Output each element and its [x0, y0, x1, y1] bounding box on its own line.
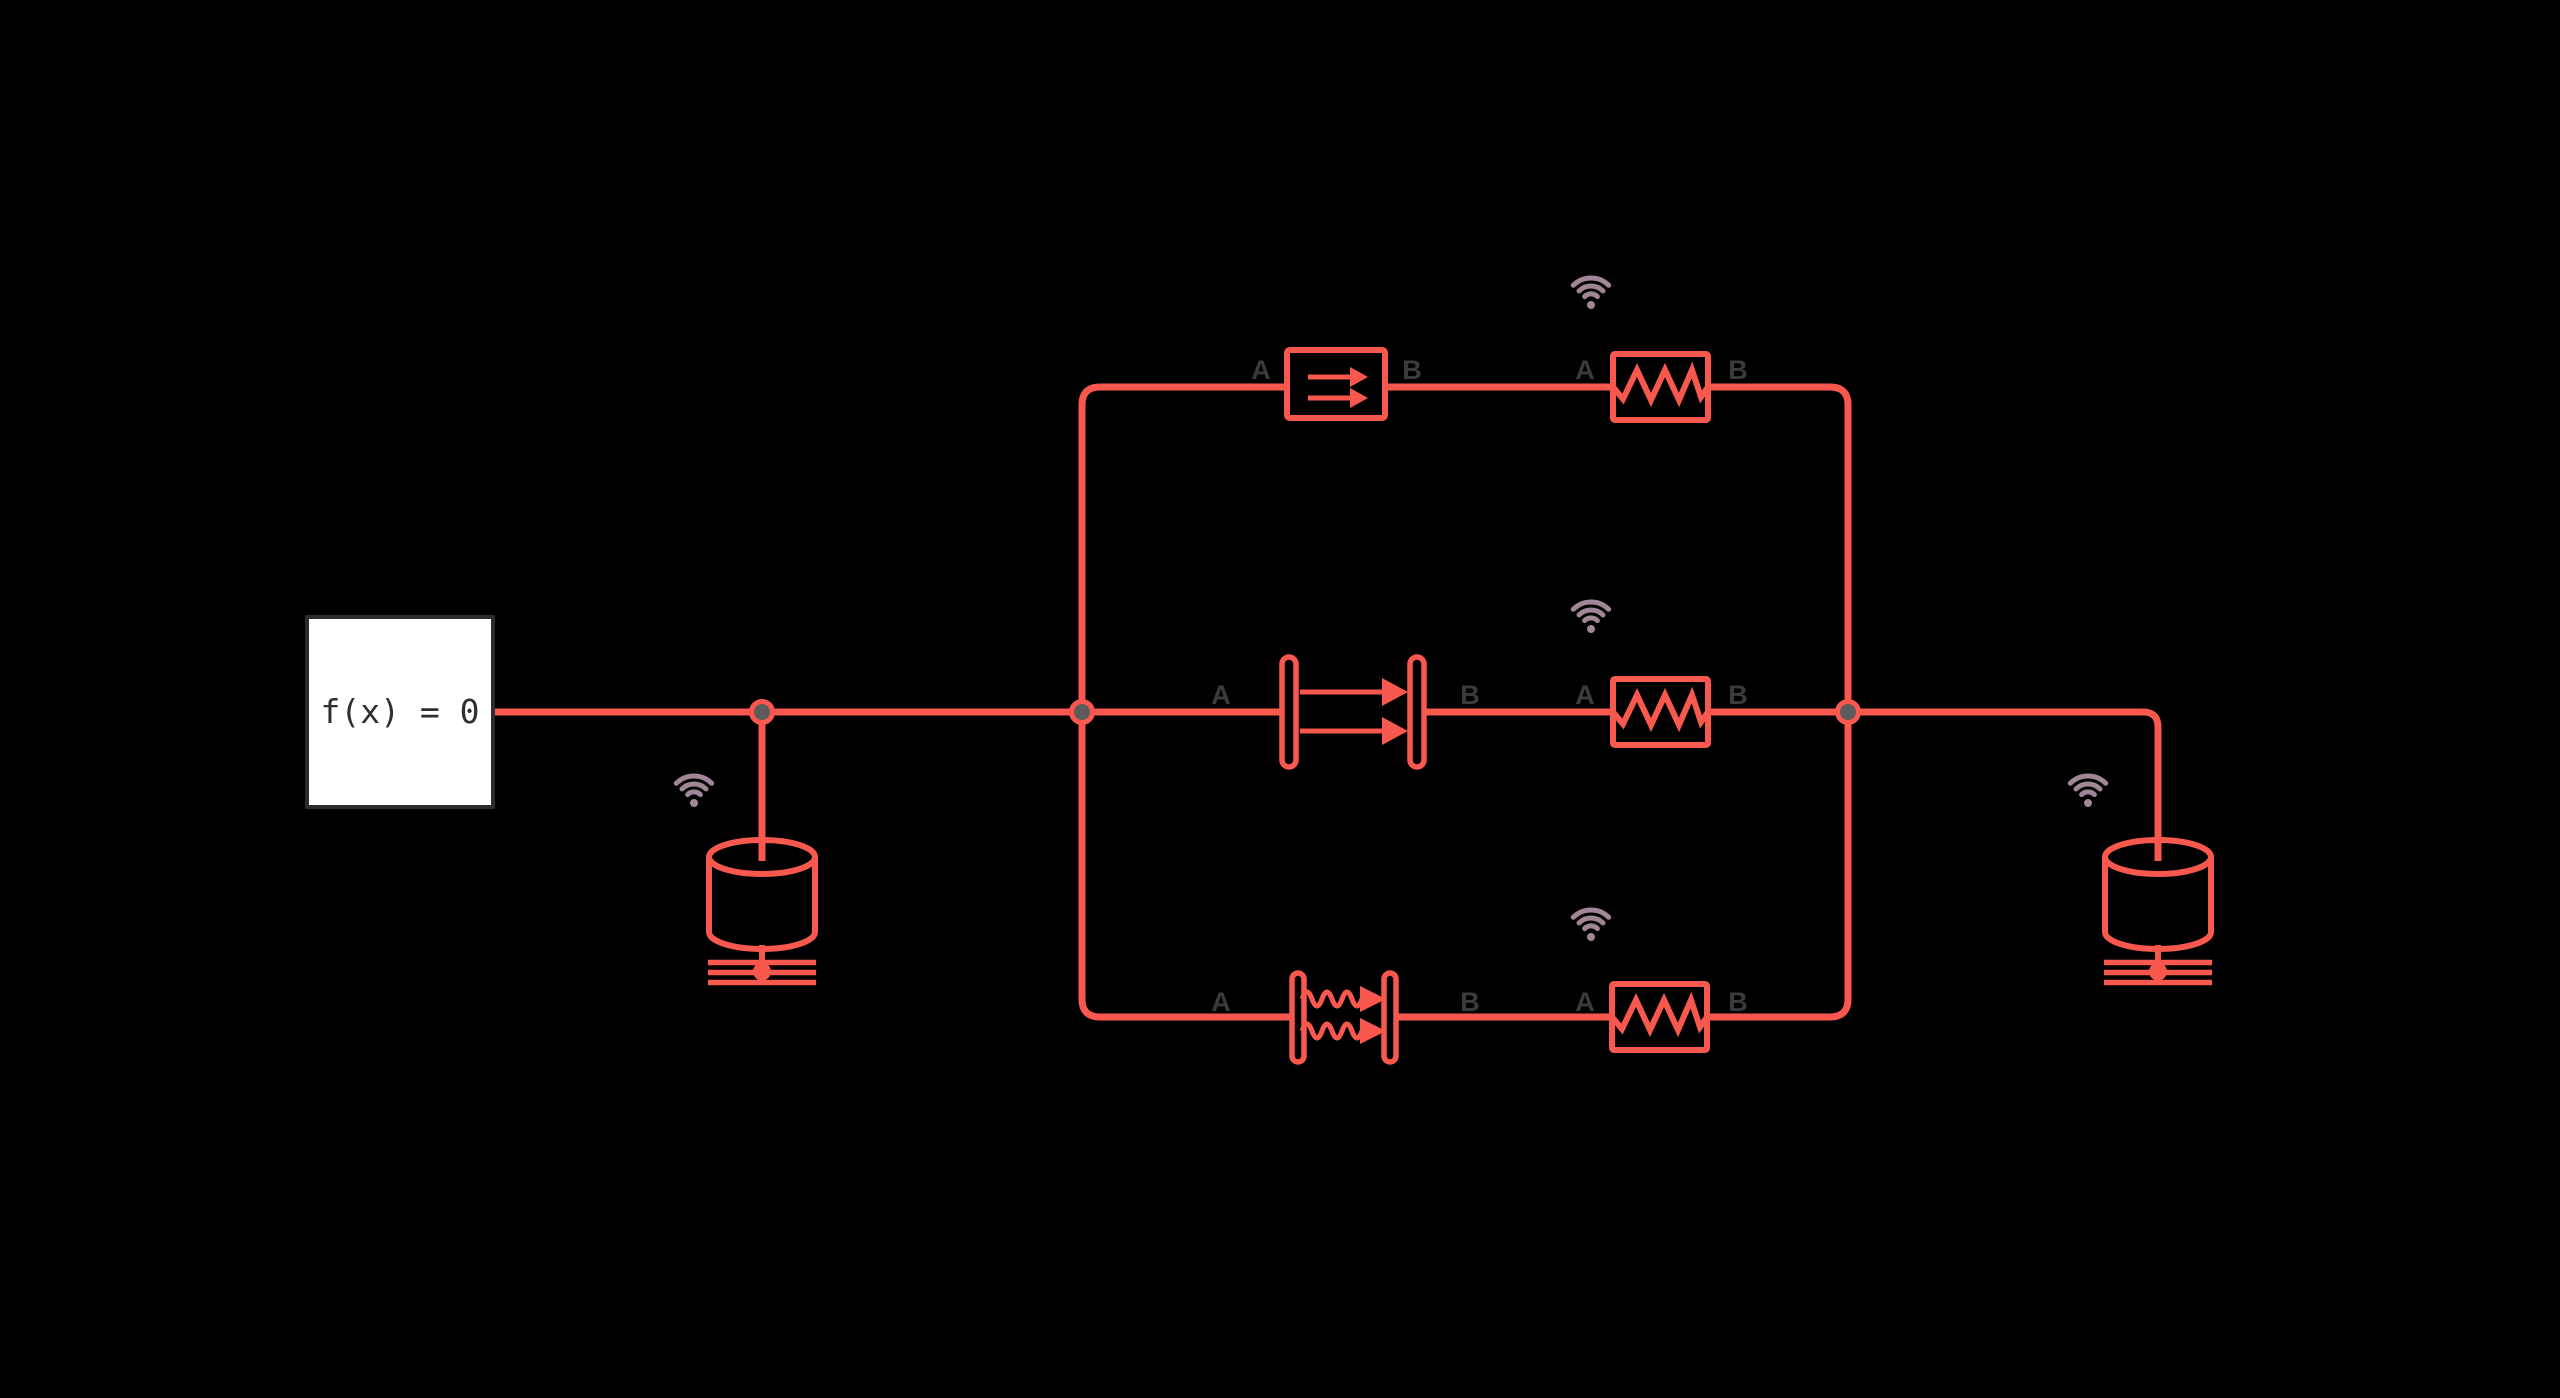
junction-node[interactable]: [1835, 699, 1861, 725]
port-a-label: A: [1575, 680, 1595, 710]
source-box[interactable]: [305, 615, 495, 809]
plate-icon: [1407, 654, 1427, 770]
bottom-resistor-component[interactable]: A B: [1573, 910, 1748, 1050]
top-resistor-component[interactable]: A B: [1573, 278, 1748, 420]
junction-node[interactable]: [1069, 699, 1095, 725]
plate-icon: [1279, 654, 1299, 770]
wifi-icon: [676, 776, 711, 807]
conductor-component[interactable]: A B: [1251, 347, 1422, 421]
thermal-mass-right[interactable]: [2070, 776, 2212, 983]
port-b-label: B: [1402, 355, 1422, 385]
wifi-icon: [1573, 602, 1608, 633]
source-label: f(x) = 0: [321, 692, 480, 731]
port-b-label: B: [1728, 680, 1748, 710]
wavy-arrow-icon: [1302, 986, 1386, 1044]
port-a-label: A: [1575, 355, 1595, 385]
junction-node[interactable]: [749, 699, 775, 725]
wifi-icon: [2070, 776, 2105, 807]
plate-icon: [1381, 970, 1399, 1065]
port-a-label: A: [1251, 355, 1271, 385]
thermal-mass-icon: [708, 840, 816, 983]
resistor-icon[interactable]: [1612, 984, 1707, 1050]
wire-branch-top-left[interactable]: [1078, 383, 1287, 712]
radiation-component[interactable]: A B: [1211, 970, 1480, 1065]
equation-source-block[interactable]: f(x) = 0: [305, 615, 495, 809]
thermal-mass-left[interactable]: [676, 776, 816, 983]
port-b-label: B: [1728, 355, 1748, 385]
thermal-mass-icon: [2104, 840, 2212, 983]
wire-branch-bottom-left[interactable]: [1078, 712, 1292, 1021]
wifi-icon: [1573, 910, 1608, 941]
port-a-label: A: [1211, 680, 1231, 710]
resistor-icon[interactable]: [1613, 354, 1708, 420]
wifi-icon: [1573, 278, 1608, 309]
plate-icon: [1289, 970, 1307, 1065]
port-a-label: A: [1575, 987, 1595, 1017]
double-arrow-icon: [1308, 367, 1368, 408]
resistor-icon[interactable]: [1613, 679, 1708, 745]
port-b-label: B: [1728, 987, 1748, 1017]
conductor-box[interactable]: [1284, 347, 1388, 421]
port-a-label: A: [1211, 987, 1231, 1017]
port-b-label: B: [1460, 680, 1480, 710]
mid-resistor-component[interactable]: A B: [1573, 602, 1748, 745]
double-arrow-icon: [1300, 678, 1408, 745]
convection-component[interactable]: A B: [1211, 654, 1480, 770]
wire-mid-right[interactable]: [1708, 708, 2162, 861]
port-b-label: B: [1460, 987, 1480, 1017]
